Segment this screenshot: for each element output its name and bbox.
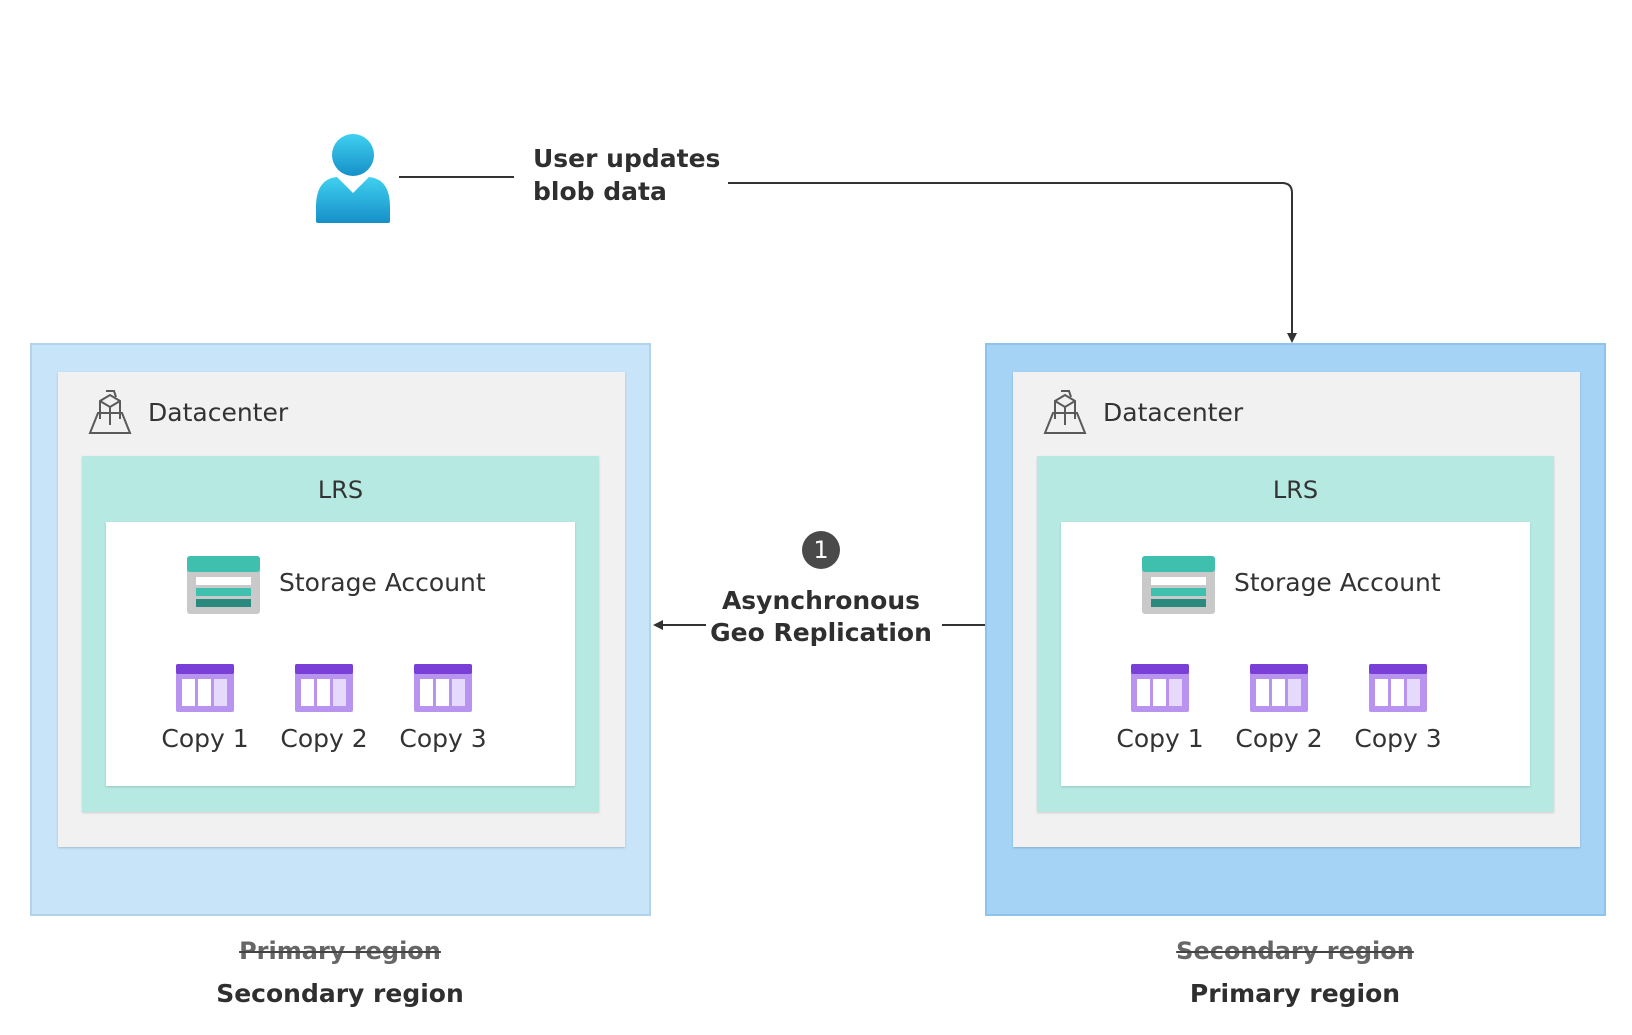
table-copy-icon bbox=[1369, 664, 1427, 712]
user-action-label-line1: User updates bbox=[533, 144, 721, 173]
region-right: Datacenter LRS Storage Account bbox=[985, 343, 1606, 916]
right-region-caption: Primary region bbox=[1189, 979, 1401, 1008]
user-action-label-line2: blob data bbox=[533, 177, 667, 206]
step-number-badge: 1 bbox=[802, 531, 840, 569]
lrs-box: LRS Storage Account bbox=[82, 456, 599, 812]
replication-label: Asynchronous Geo Replication bbox=[706, 585, 936, 649]
left-region-caption: Secondary region bbox=[216, 979, 464, 1008]
datacenter: Datacenter LRS Storage Account bbox=[1013, 372, 1580, 847]
copy-label: Copy 3 bbox=[399, 724, 487, 753]
table-copy-icon bbox=[295, 664, 353, 712]
storage-account-box: Storage Account Copy 1 bbox=[1061, 522, 1530, 786]
datacenter-label: Datacenter bbox=[1103, 398, 1244, 427]
lrs-label: LRS bbox=[317, 476, 364, 504]
lrs-label: LRS bbox=[1272, 476, 1319, 504]
region-left: Datacenter LRS Storage Account bbox=[30, 343, 651, 916]
copy-label: Copy 1 bbox=[1116, 724, 1204, 753]
copy-label: Copy 3 bbox=[1354, 724, 1442, 753]
storage-account-icon bbox=[187, 556, 260, 614]
datacenter: Datacenter LRS Storage Account bbox=[58, 372, 625, 847]
datacenter-icon bbox=[1043, 389, 1087, 435]
user-to-primary-arrow bbox=[728, 182, 1297, 343]
storage-account-label: Storage Account bbox=[279, 568, 486, 597]
table-copy-icon bbox=[1250, 664, 1308, 712]
datacenter-label: Datacenter bbox=[148, 398, 289, 427]
table-copy-icon bbox=[414, 664, 472, 712]
table-copy-icon bbox=[1131, 664, 1189, 712]
storage-account-box: Storage Account Copy 1 bbox=[106, 522, 575, 786]
table-copy-icon bbox=[176, 664, 234, 712]
replication-label-line2: Geo Replication bbox=[710, 618, 932, 647]
datacenter-icon bbox=[88, 389, 132, 435]
copy-label: Copy 2 bbox=[280, 724, 368, 753]
user-action-label: User updates blob data bbox=[533, 142, 733, 208]
right-region-old-caption: Secondary region bbox=[1176, 937, 1414, 965]
lrs-box: LRS Storage Account bbox=[1037, 456, 1554, 812]
copy-label: Copy 2 bbox=[1235, 724, 1323, 753]
replication-label-line1: Asynchronous bbox=[721, 586, 921, 615]
left-region-old-caption: Primary region bbox=[239, 937, 441, 965]
copy-label: Copy 1 bbox=[161, 724, 249, 753]
storage-account-label: Storage Account bbox=[1234, 568, 1441, 597]
storage-account-icon bbox=[1142, 556, 1215, 614]
user-icon bbox=[313, 133, 393, 223]
